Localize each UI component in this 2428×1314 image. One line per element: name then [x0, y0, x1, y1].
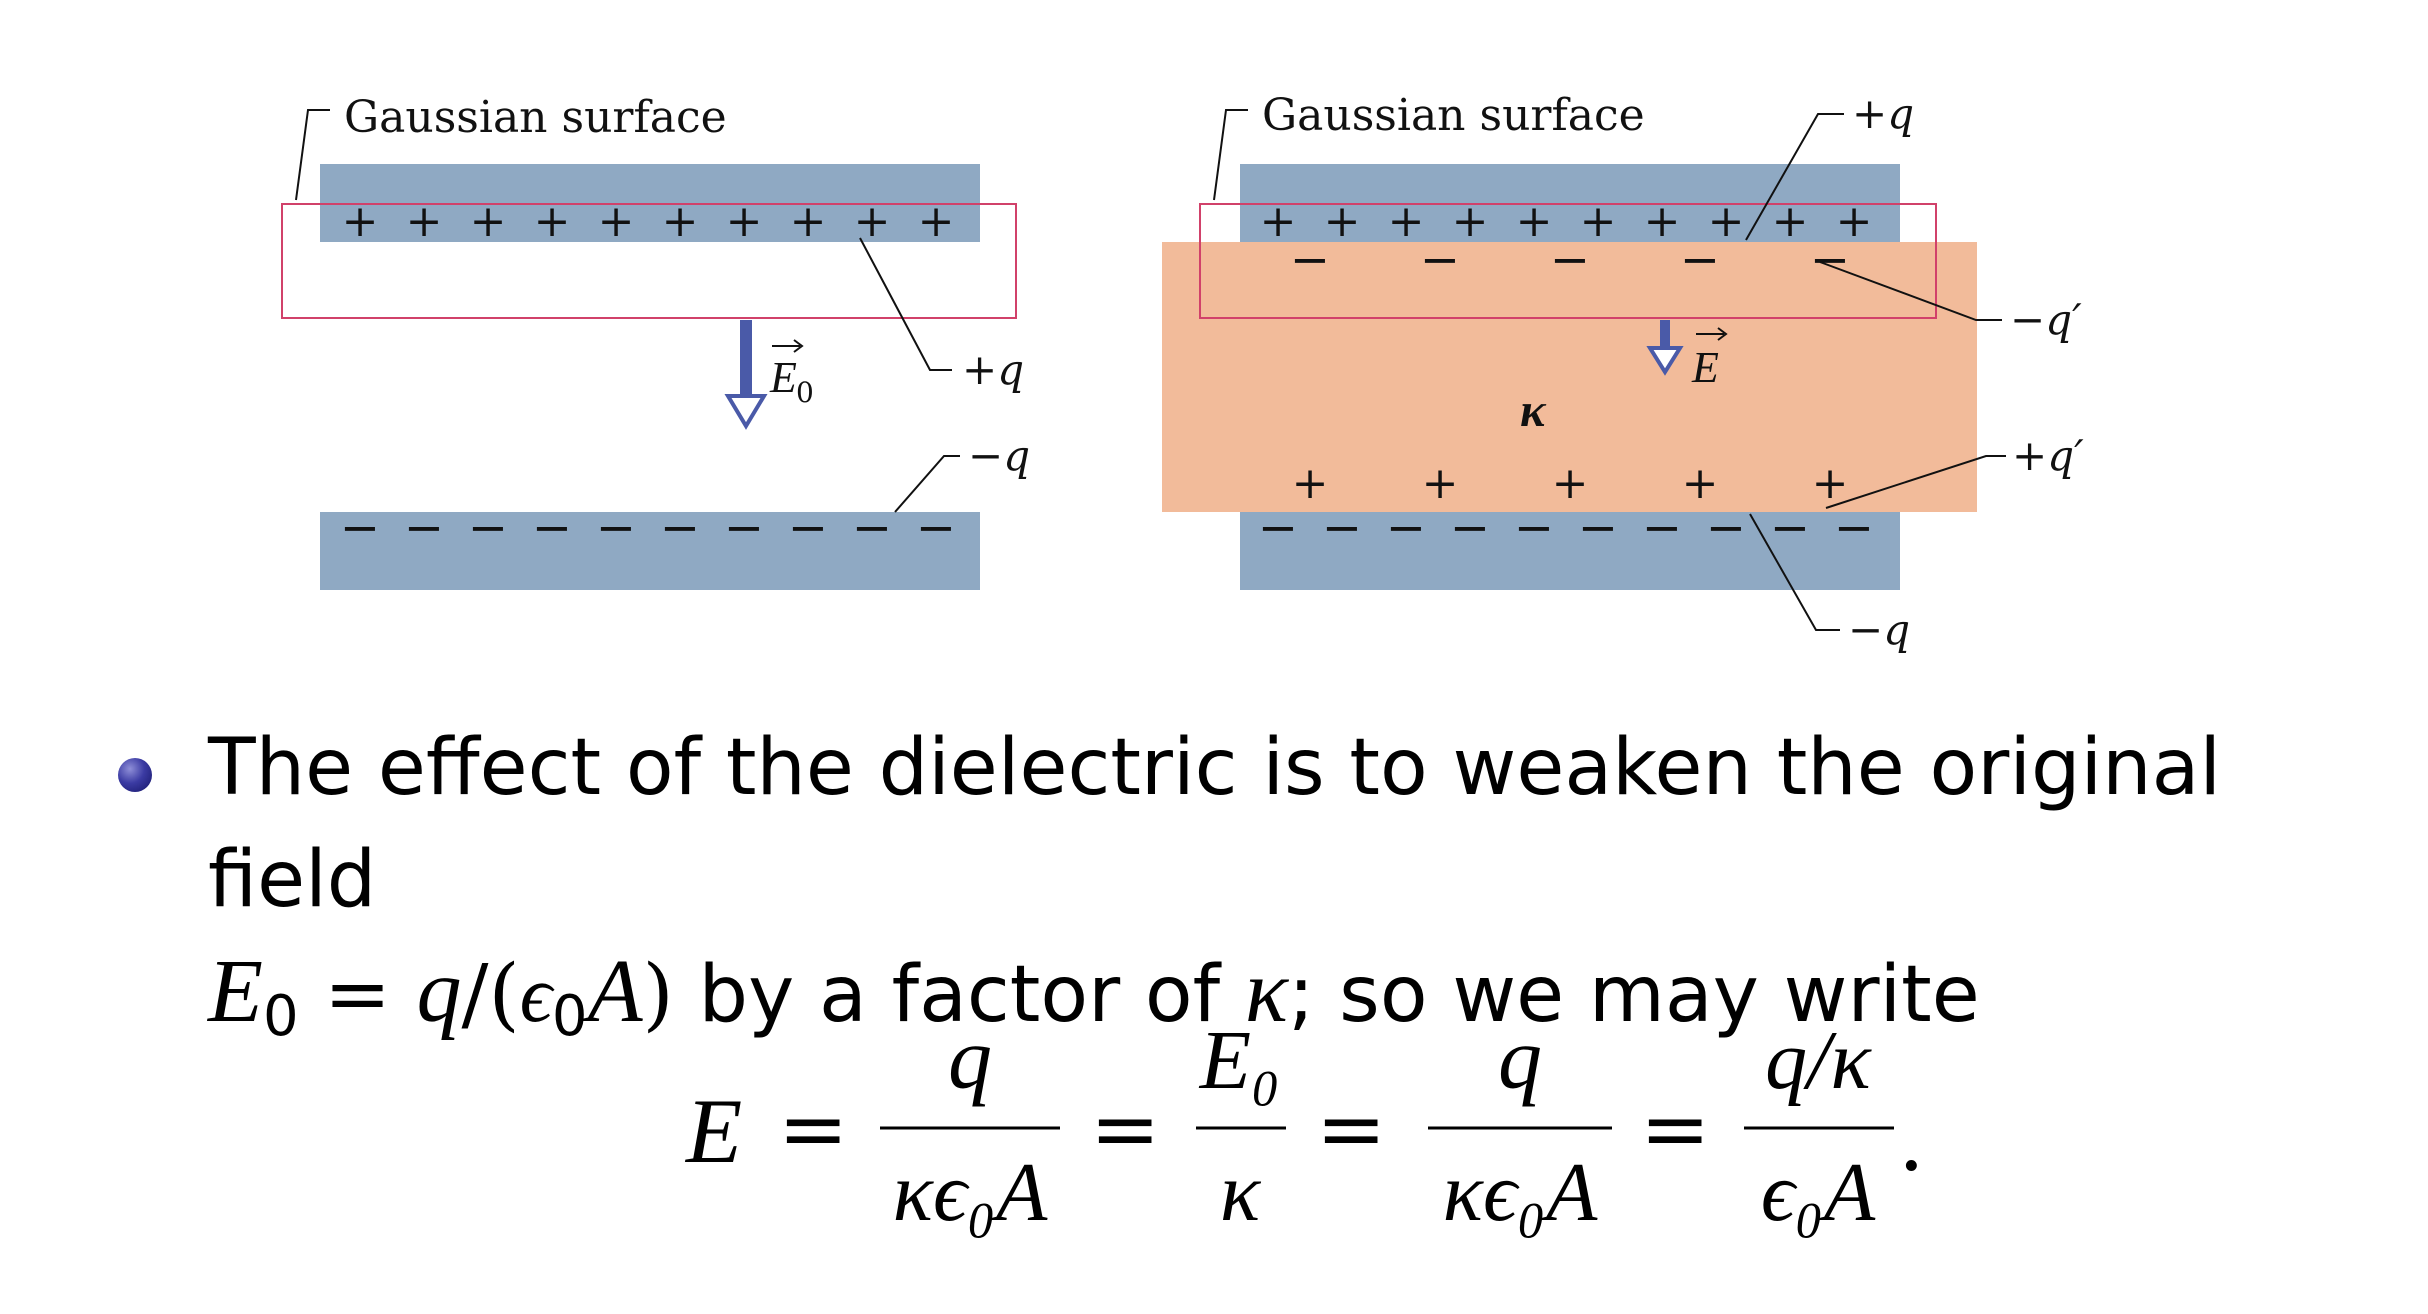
charge-minus: − [1834, 500, 1874, 556]
right-gaussian-leader [1213, 109, 1248, 201]
charge-minus: − [1514, 500, 1554, 556]
left-top-label: +q [962, 345, 1024, 394]
frac3-num: q [1498, 1030, 1542, 1108]
dielectric-slab [1162, 242, 1977, 512]
induced-minus: − [1550, 232, 1590, 288]
right-top-leader [1745, 113, 1844, 241]
math-slash: /( [461, 947, 520, 1040]
left-gaussian-label: Gaussian surface [344, 92, 727, 143]
charge-minus: − [1770, 500, 1810, 556]
right-gaussian-label: Gaussian surface [1262, 90, 1645, 141]
left-bottom-label: −q [968, 431, 1030, 480]
bullet-line-1: The effect of the dielectric is to weake… [208, 723, 2222, 925]
eq-equals-3: = [1316, 1080, 1386, 1178]
charge-minus: − [468, 500, 508, 556]
right-panel: + + + + + + + + + + − − − − − + + + + + … [1162, 89, 2084, 654]
charge-minus: − [1642, 500, 1682, 556]
left-bottom-leader [894, 455, 960, 513]
right-bottom-label: −q [1848, 605, 1910, 654]
left-top-leader [859, 237, 952, 371]
left-field-label: E [769, 353, 797, 402]
bullet-line-2: E0 = q/(ϵ0A) by a factor of κ; so we may… [208, 936, 2408, 1073]
math-close: ) [642, 947, 674, 1040]
math-q: q [416, 942, 462, 1041]
charge-minus: − [788, 500, 828, 556]
right-bottom-plate-charges: − − − − − − − − − − [1258, 500, 1874, 556]
induced-plus: + [1422, 458, 1459, 509]
text-so-we-may: ; so we may write [1288, 950, 1980, 1040]
induced-plus: + [1812, 458, 1849, 509]
frac3-den: κϵ₀A [1443, 1146, 1598, 1239]
right-gaussian-surface [1199, 203, 1937, 319]
right-field-label: E [1691, 343, 1719, 392]
left-field-arrowhead [724, 394, 768, 430]
bullet-marker [118, 758, 152, 792]
charge-minus: − [1578, 500, 1618, 556]
induced-minus: − [1680, 232, 1720, 288]
charge-minus: − [1706, 500, 1746, 556]
induced-minus: − [1810, 232, 1850, 288]
charge-minus: − [916, 500, 956, 556]
left-field-arrow-shaft [740, 320, 752, 396]
charge-minus: − [532, 500, 572, 556]
induced-plus: + [1552, 458, 1589, 509]
kappa-label: κ [1520, 384, 1547, 437]
right-induced-top-leader [1819, 261, 2002, 321]
left-gaussian-leader [295, 109, 330, 201]
right-induced-bottom-leader [1825, 455, 2006, 509]
charge-minus: − [596, 500, 636, 556]
capacitor-figure: + + + + + + + + + + − − − − − − − − − − … [281, 89, 2084, 654]
math-equals: = [298, 947, 417, 1040]
eq-period: . [1898, 1092, 1925, 1190]
charge-minus: − [852, 500, 892, 556]
right-bottom-plate [1240, 512, 1900, 590]
left-bottom-plate [320, 512, 980, 590]
charge-minus: − [340, 500, 380, 556]
math-eps-sub: 0 [551, 984, 588, 1049]
right-field-arrow-shaft [1660, 320, 1670, 348]
bullet-text: The effect of the dielectric is to weake… [208, 712, 2408, 1073]
frac2-num: E₀ [1199, 1030, 1281, 1107]
induced-plus: + [1292, 458, 1329, 509]
left-field-subscript: 0 [796, 376, 814, 409]
eq-equals-1: = [778, 1080, 848, 1178]
induced-minus: − [1290, 232, 1330, 288]
charge-minus: − [724, 500, 764, 556]
math-kappa: κ [1244, 942, 1289, 1041]
frac1-den: κϵ₀A [893, 1146, 1048, 1239]
right-top-label: +q [1852, 89, 1914, 138]
math-E0-sub: 0 [262, 984, 299, 1049]
text-by-factor: by a factor of [673, 950, 1245, 1040]
dielectric-bottom-induced-charges: + + + + + [1292, 458, 1849, 509]
left-bottom-plate-charges: − − − − − − − − − − [340, 500, 956, 556]
frac4-den: ϵ₀A [1761, 1146, 1876, 1239]
charge-minus: − [1386, 500, 1426, 556]
math-A: A [587, 942, 643, 1041]
right-field-arrowhead [1646, 346, 1684, 376]
left-panel: + + + + + + + + + + − − − − − − − − − − … [281, 92, 1030, 590]
charge-minus: − [1450, 500, 1490, 556]
display-equation: E = q κϵ₀A = E₀ κ = q κϵ₀A = q/κ ϵ₀A . [684, 1030, 1925, 1239]
charge-minus: − [1322, 500, 1362, 556]
dielectric-top-induced-charges: − − − − − [1290, 232, 1850, 288]
charge-minus: − [660, 500, 700, 556]
right-induced-bottom-label: +q′ [2012, 431, 2084, 480]
frac4-num: q/κ [1765, 1030, 1872, 1107]
eq-equals-4: = [1640, 1080, 1710, 1178]
left-gaussian-surface [281, 203, 1017, 319]
right-bottom-leader [1749, 513, 1840, 631]
charge-minus: − [1258, 500, 1298, 556]
induced-minus: − [1420, 232, 1460, 288]
eq-equals-2: = [1090, 1080, 1160, 1178]
induced-plus: + [1682, 458, 1719, 509]
eq-lhs: E [684, 1080, 742, 1182]
math-E0: E [208, 942, 263, 1041]
frac1-num: q [948, 1030, 992, 1108]
left-field-vector-tip [793, 339, 804, 353]
charge-minus: − [404, 500, 444, 556]
math-eps: ϵ [519, 951, 552, 1039]
frac2-den: κ [1220, 1146, 1262, 1239]
right-field-vector-tip [1717, 327, 1728, 341]
right-induced-top-label: −q′ [2010, 295, 2082, 344]
